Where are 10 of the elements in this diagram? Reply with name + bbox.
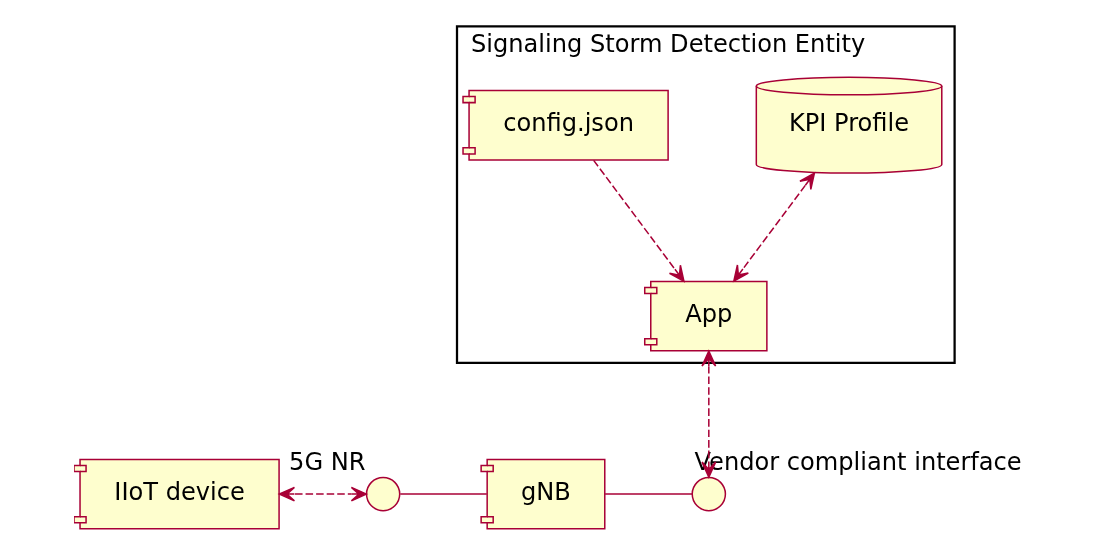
arrow <box>733 172 816 282</box>
arrow <box>701 350 717 478</box>
connector <box>399 493 488 495</box>
connector <box>604 493 693 495</box>
arrow <box>278 486 368 502</box>
node-circle <box>365 476 401 512</box>
arrow <box>592 159 685 283</box>
node-label: 5G NR <box>289 447 366 476</box>
node-label: Vendor compliant interface <box>694 447 1022 476</box>
node-circle <box>691 476 727 512</box>
